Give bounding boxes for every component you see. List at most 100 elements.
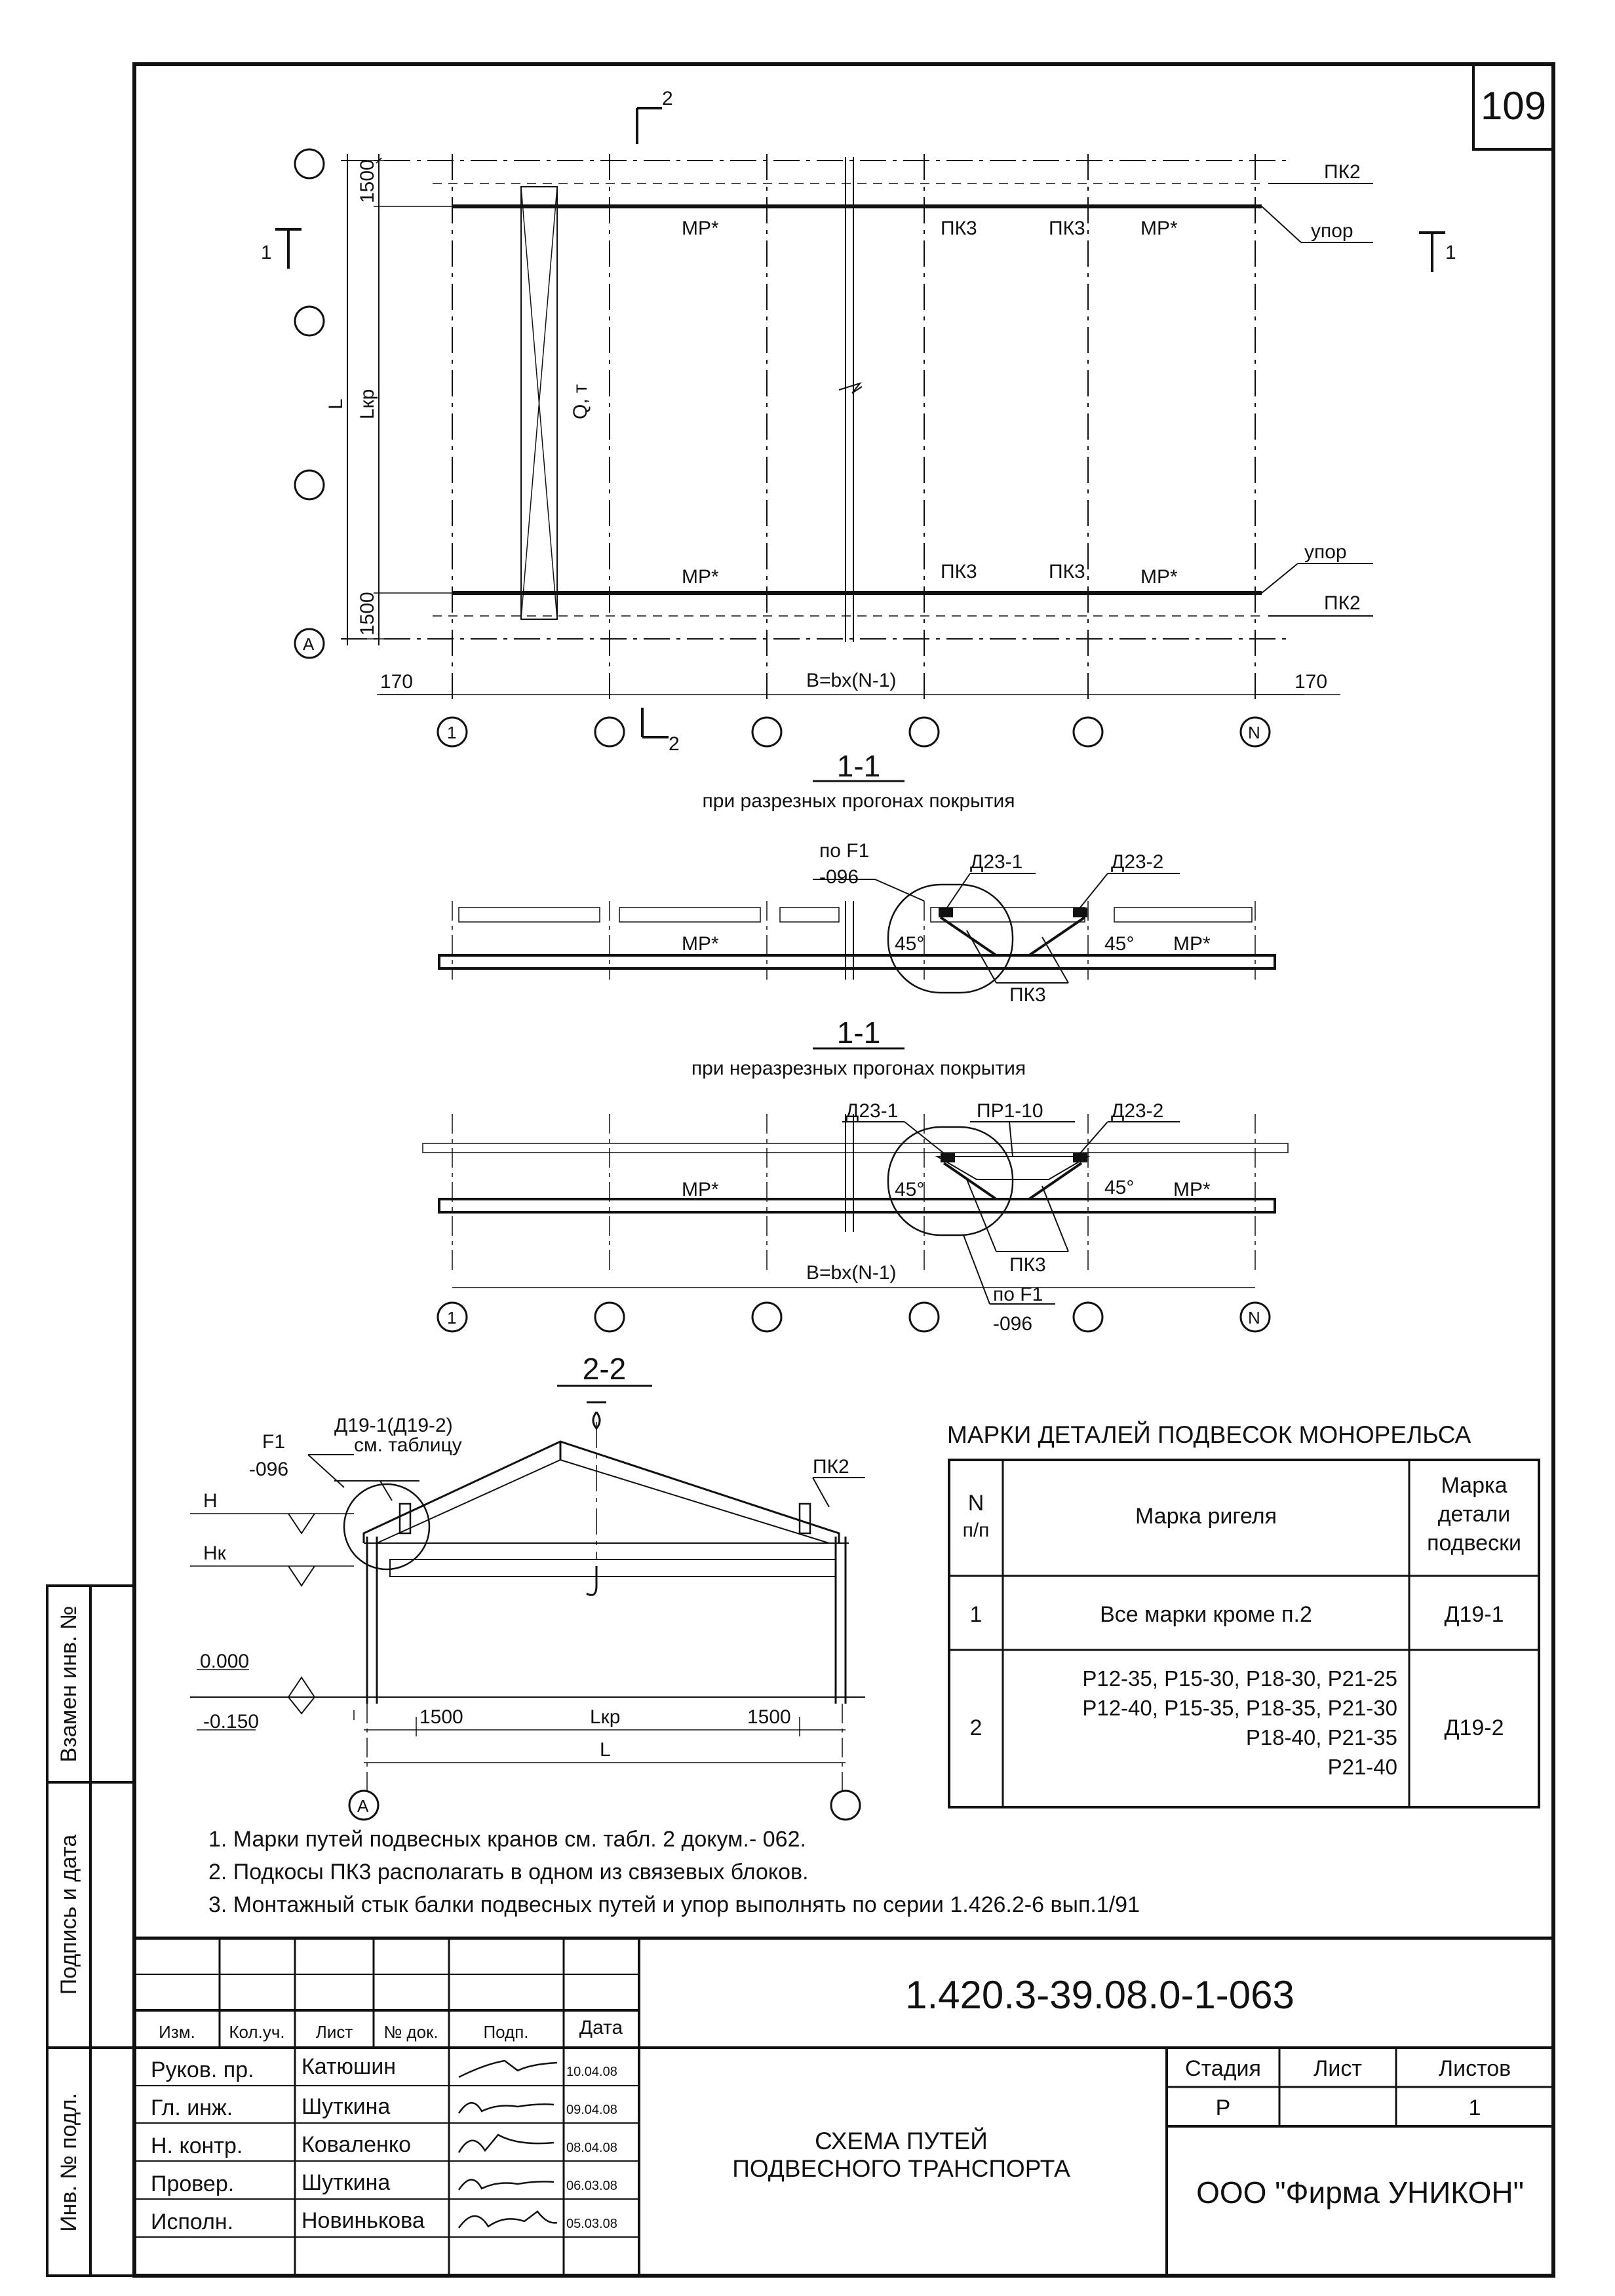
plan-dim-1500-bottom: 1500	[357, 592, 378, 636]
tb-name-5: Новинькова	[302, 2208, 425, 2233]
tb-col-sign: Подп.	[483, 2022, 528, 2042]
tb-sheet-header: Лист	[1313, 2056, 1362, 2081]
tb-name-1: Катюшин	[302, 2054, 396, 2079]
tb-role-4: Провер.	[151, 2172, 234, 2196]
section-1b-axis-n: N	[1248, 1308, 1260, 1328]
tb-company: ООО "Фирма УНИКОН"	[1196, 2175, 1524, 2210]
section-2-axis-a: А	[357, 1796, 369, 1816]
plan-section-mark-2: 2	[662, 88, 673, 109]
tb-role-3: Н. контр.	[151, 2133, 243, 2158]
plan-pk2-bottom: ПК2	[1324, 592, 1361, 614]
table-row-1-part: Д19-1	[1444, 1602, 1504, 1627]
note-2: 2. Подкосы ПК3 располагать в одном из св…	[208, 1860, 809, 1885]
plan-section-mark-2-bottom: 2	[669, 733, 680, 755]
side-stamp: Взамен инв. № Подпись и дата Инв. № подл…	[46, 1584, 136, 2277]
plan-section-mark-1-right: 1	[1445, 242, 1456, 263]
table-row-2-beam-4: Р21-40	[1328, 1755, 1397, 1779]
plan-mr-2: МР*	[1140, 218, 1178, 239]
monorail-parts-table: МАРКИ ДЕТАЛЕЙ ПОДВЕСОК МОНОРЕЛЬСА N п/п …	[947, 1421, 1540, 1808]
plan-mr-4: МР*	[1140, 566, 1178, 588]
section-2-level-0: 0.000	[200, 1651, 249, 1672]
tb-name-3: Коваленко	[302, 2132, 411, 2157]
signatures	[457, 2059, 558, 2229]
section-1a-d2: Д23-2	[1111, 851, 1163, 873]
plan-mr-1: МР*	[682, 218, 719, 239]
section-1a-pk3: ПК3	[1009, 984, 1046, 1006]
table-header-part-3: подвески	[1427, 1531, 1521, 1556]
table-row-2-beam-2: Р12-40, Р15-35, Р18-35, Р21-30	[1082, 1696, 1397, 1720]
table-header-part-2: детали	[1438, 1502, 1511, 1527]
tb-col-date: Дата	[579, 2017, 623, 2038]
section-2-dim-Lkr: Lкр	[590, 1706, 621, 1728]
table-header-num-2: п/п	[963, 1520, 990, 1541]
plan-pk3-4: ПК3	[1049, 561, 1085, 583]
section-1b-angle-2: 45°	[1104, 1177, 1134, 1198]
tb-col-doc: № док.	[383, 2022, 438, 2042]
plan-pk3-3: ПК3	[941, 561, 977, 583]
section-2-2: 2-2 Д19-1(Д19-2) см. таблицу F1 -096 ПК2…	[190, 1352, 865, 1821]
tb-date-1: 10.04.08	[566, 2065, 617, 2079]
section-1b-subtitle: при неразрезных прогонах покрытия	[691, 1058, 1026, 1079]
side-stamp-signature: Подпись и дата	[56, 1835, 81, 1995]
tb-stage: Р	[1216, 2095, 1231, 2120]
tb-stage-header: Стадия	[1185, 2056, 1261, 2081]
section-1b-mr-2: МР*	[1173, 1179, 1211, 1200]
plan-load: Q, т	[570, 384, 591, 419]
plan-mr-3: МР*	[682, 566, 719, 588]
plan-pk2-top: ПК2	[1324, 161, 1361, 183]
note-3: 3. Монтажный стык балки подвесных путей …	[208, 1892, 1140, 1917]
table-row-2-beam-1: Р12-35, Р15-30, Р18-30, Р21-25	[1082, 1666, 1397, 1691]
section-1b-mr-1: МР*	[682, 1179, 719, 1200]
section-1b-span: B=bx(N-1)	[806, 1262, 897, 1284]
table-row-2-part: Д19-2	[1444, 1715, 1504, 1740]
section-1a-angle-2: 45°	[1104, 933, 1134, 955]
plan-dim-Lkr: Lкр	[357, 389, 378, 420]
tb-date-5: 05.03.08	[566, 2217, 617, 2231]
section-1b-title: 1-1	[837, 1016, 880, 1050]
note-1: 1. Марки путей подвесных кранов см. табл…	[208, 1827, 806, 1852]
table-row-1-n: 1	[970, 1602, 983, 1627]
tb-date-4: 06.03.08	[566, 2179, 617, 2193]
tb-date-3: 08.04.08	[566, 2141, 617, 2155]
section-1b-d1: Д23-1	[846, 1100, 898, 1122]
plan-upor-bottom: упор	[1304, 541, 1347, 563]
tb-sheets-header: Листов	[1439, 2056, 1511, 2081]
section-1b-d2: Д23-2	[1111, 1100, 1163, 1122]
section-1a-angle-1: 45°	[895, 933, 924, 955]
plan-dim-170-left: 170	[380, 671, 413, 693]
table-header-part-1: Марка	[1441, 1473, 1507, 1498]
section-1a-title: 1-1	[837, 749, 880, 783]
sheet-frame	[132, 62, 1555, 2278]
section-1b-axis-1: 1	[447, 1308, 456, 1328]
section-2-ref-code: -096	[249, 1459, 288, 1480]
section-2-pk2: ПК2	[813, 1456, 849, 1478]
tb-role-2: Гл. инж.	[151, 2095, 233, 2120]
sheet-number: 109	[1481, 84, 1546, 128]
section-1-1-split-purlins: 1-1 при разрезных прогонах покрытия по F…	[438, 749, 1276, 1006]
tb-col-list: Лист	[316, 2022, 353, 2042]
table-header-beam: Марка ригеля	[1135, 1504, 1277, 1529]
tb-name-2: Шуткина	[302, 2094, 390, 2119]
side-stamp-replace: Взамен инв. №	[56, 1606, 81, 1763]
notes: 1. Марки путей подвесных кранов см. табл…	[208, 1827, 1140, 1917]
tb-date-2: 09.04.08	[566, 2103, 617, 2117]
plan-dim-170-right: 170	[1294, 671, 1327, 693]
table-row-1-beam: Все марки кроме п.2	[1100, 1602, 1312, 1627]
section-1-1-continuous-purlins: 1-1 при неразрезных прогонах покрытия Д2…	[422, 1016, 1289, 1335]
tb-sheets: 1	[1469, 2095, 1481, 2120]
tb-title-1: СХЕМА ПУТЕЙ	[815, 2127, 988, 2154]
tb-col-kol: Кол.уч.	[229, 2022, 284, 2042]
section-2-detail-note: см. таблицу	[354, 1434, 462, 1456]
plan-upor-top: упор	[1311, 220, 1353, 242]
section-2-h: Н	[203, 1490, 218, 1512]
section-2-ref: F1	[262, 1431, 285, 1453]
section-2-dim-1500-right: 1500	[747, 1706, 791, 1728]
tb-col-izm: Изм.	[159, 2022, 195, 2042]
table-header-num-1: N	[968, 1491, 984, 1516]
section-1b-ref: по F1	[993, 1284, 1043, 1305]
tb-role-1: Руков. пр.	[151, 2057, 254, 2082]
plan-span: B=bx(N-1)	[806, 670, 897, 691]
section-1a-ref-code: -096	[819, 866, 859, 888]
section-2-dim-1500-left: 1500	[419, 1706, 463, 1728]
